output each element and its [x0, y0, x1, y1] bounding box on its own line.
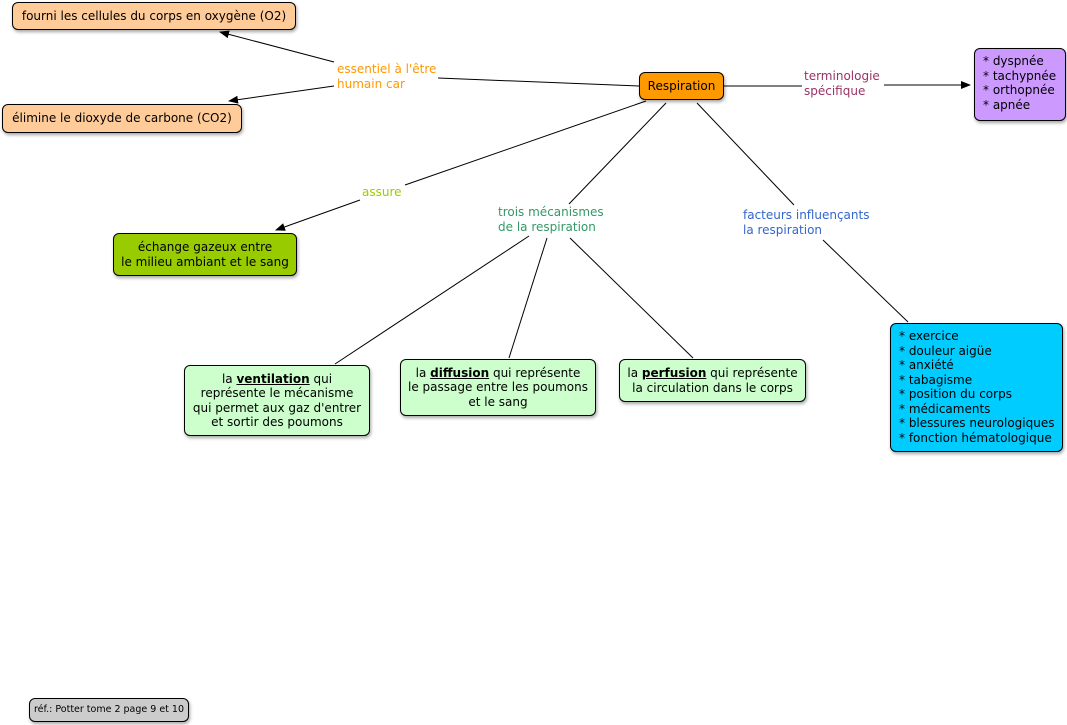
- line-center-to-essential: [437, 77, 640, 87]
- term-item: * dyspnée: [983, 54, 1044, 68]
- arrow-essential-to-oxygen: [219, 30, 335, 63]
- perfusion-node[interactable]: la perfusion qui représente la circulati…: [619, 359, 806, 402]
- factor-item: * médicaments: [899, 401, 991, 416]
- assure-label-text: assure: [362, 185, 402, 199]
- factors-label-line2: la respiration: [743, 223, 823, 237]
- respiration-label: Respiration: [647, 78, 716, 93]
- terminology-label-line2: spécifique: [804, 84, 866, 98]
- reference-text: réf.: Potter tome 2 page 9 et 10: [33, 703, 185, 715]
- oxygen-text: fourni les cellules du corps en oxygène …: [21, 8, 287, 23]
- essential-link-label: essentiel à l'être humain car: [335, 62, 439, 92]
- factor-item: * fonction hématologique: [899, 430, 1052, 445]
- arrow-essential-to-co2: [228, 85, 335, 104]
- essential-label-line2: humain car: [337, 77, 405, 91]
- factors-label-line1: facteurs influençants: [743, 208, 870, 222]
- exchange-line1: échange gazeux entre: [137, 240, 273, 254]
- term-item: * apnée: [983, 97, 1031, 112]
- ventilation-line3: qui permet aux gaz d'entrer: [192, 400, 362, 415]
- factors-list-node[interactable]: * exercice* douleur aigüe* anxiété* taba…: [890, 323, 1063, 452]
- diffusion-line3: et le sang: [468, 394, 528, 409]
- factors-list: * exercice* douleur aigüe* anxiété* taba…: [899, 329, 1054, 445]
- factor-item: * exercice: [899, 329, 959, 343]
- term-item: * orthopnée: [983, 83, 1055, 97]
- co2-node[interactable]: élimine le dioxyde de carbone (CO2): [2, 104, 242, 133]
- perfusion-suffix: qui représente: [706, 366, 798, 380]
- reference-note: réf.: Potter tome 2 page 9 et 10: [29, 698, 189, 722]
- line-center-to-mechanisms: [568, 102, 667, 205]
- terminology-link-label: terminologie spécifique: [802, 69, 882, 99]
- perfusion-line1: la perfusion qui représente: [627, 366, 797, 381]
- factor-item: * position du corps: [899, 387, 1012, 401]
- respiration-node[interactable]: Respiration: [639, 72, 724, 100]
- line-mechanisms-to-perfusion: [569, 237, 694, 359]
- ventilation-node[interactable]: la ventilation qui représente le mécanis…: [184, 365, 370, 436]
- factor-item: * anxiété: [899, 358, 954, 372]
- terminology-list: * dyspnée* tachypnée* orthopnée* apnée: [983, 54, 1057, 112]
- oxygen-node[interactable]: fourni les cellules du corps en oxygène …: [12, 2, 296, 30]
- essential-label-line1: essentiel à l'être: [337, 62, 437, 76]
- terminology-label-line1: terminologie: [804, 69, 880, 83]
- diffusion-keyword: diffusion: [430, 365, 490, 380]
- gas-exchange-node[interactable]: échange gazeux entre le milieu ambiant e…: [113, 233, 297, 276]
- diffusion-line2: le passage entre les poumons: [408, 380, 588, 395]
- factor-item: * tabagisme: [899, 372, 973, 387]
- line-mechanisms-to-ventilation: [334, 235, 530, 365]
- factors-link-label: facteurs influençants la respiration: [741, 208, 872, 238]
- diffusion-line1: la diffusion qui représente: [416, 366, 581, 381]
- perfusion-prefix: la: [627, 366, 642, 380]
- ventilation-keyword: ventilation: [236, 371, 310, 386]
- perfusion-keyword: perfusion: [641, 366, 707, 380]
- line-mechanisms-to-diffusion: [508, 237, 548, 359]
- line-center-to-assure: [404, 100, 647, 186]
- ventilation-prefix: la: [221, 371, 237, 386]
- mechanisms-label-line1: trois mécanismes: [498, 205, 604, 219]
- diffusion-node[interactable]: la diffusion qui représente le passage e…: [400, 359, 596, 416]
- perfusion-line2: la circulation dans le corps: [632, 380, 793, 395]
- co2-text: élimine le dioxyde de carbone (CO2): [12, 111, 232, 126]
- mechanisms-link-label: trois mécanismes de la respiration: [496, 205, 606, 235]
- assure-link-label: assure: [360, 185, 404, 200]
- diffusion-suffix: qui représente: [489, 365, 581, 380]
- terminology-list-node[interactable]: * dyspnée* tachypnée* orthopnée* apnée: [974, 48, 1066, 121]
- line-factors-to-list: [822, 239, 909, 323]
- exchange-line2: le milieu ambiant et le sang: [121, 254, 289, 269]
- ventilation-line1: la ventilation qui: [222, 372, 332, 387]
- line-center-to-factors: [696, 102, 795, 206]
- diffusion-prefix: la: [415, 365, 431, 380]
- ventilation-suffix: qui: [309, 371, 333, 386]
- ventilation-line2: représente le mécanisme: [200, 386, 354, 400]
- factor-item: * douleur aigüe: [899, 343, 992, 358]
- mechanisms-label-line2: de la respiration: [498, 220, 596, 234]
- factor-item: * blessures neurologiques: [899, 416, 1055, 430]
- ventilation-line4: et sortir des poumons: [211, 415, 343, 429]
- arrow-assure-to-exchange: [275, 199, 361, 231]
- term-item: * tachypnée: [983, 68, 1057, 83]
